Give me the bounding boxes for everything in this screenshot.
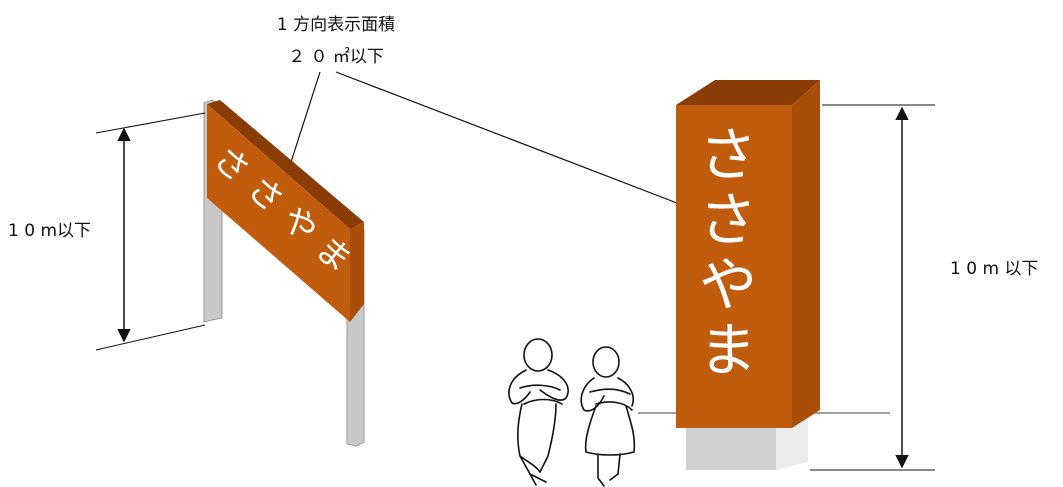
left-dim-ext-bottom bbox=[95, 324, 206, 351]
left-sign-top bbox=[207, 100, 364, 229]
left-sign-side bbox=[350, 222, 364, 322]
right-sign-side bbox=[792, 80, 820, 428]
right-height-dimension: 1 0 m 以下 bbox=[810, 104, 1038, 471]
pedestrian-2 bbox=[580, 346, 636, 487]
leader-to-right-sign bbox=[335, 71, 692, 210]
right-sign-char-4: ま bbox=[699, 316, 757, 384]
pedestrians-illustration bbox=[508, 338, 636, 487]
area-label-line2: ２ ０ ㎡以下 bbox=[288, 47, 384, 67]
area-label-line1: 1 方向表示面積 bbox=[277, 15, 395, 35]
right-height-label: 1 0 m 以下 bbox=[950, 259, 1038, 279]
right-sign-top bbox=[676, 80, 820, 105]
right-sign: さ さ や ま bbox=[638, 80, 890, 470]
left-height-dimension: 1 0 m以下 bbox=[8, 112, 206, 351]
right-sign-char-3: や bbox=[699, 251, 757, 319]
left-dim-ext-top bbox=[95, 112, 206, 134]
pedestrian-1 bbox=[508, 338, 569, 486]
right-sign-base bbox=[686, 420, 776, 470]
right-sign-front bbox=[676, 105, 792, 428]
right-sign-char-2: さ bbox=[699, 186, 757, 254]
right-sign-char-1: さ bbox=[699, 121, 757, 189]
left-sign-front bbox=[207, 104, 350, 322]
left-height-label: 1 0 m以下 bbox=[8, 221, 91, 241]
left-sign: さ さ や ま bbox=[203, 99, 365, 447]
